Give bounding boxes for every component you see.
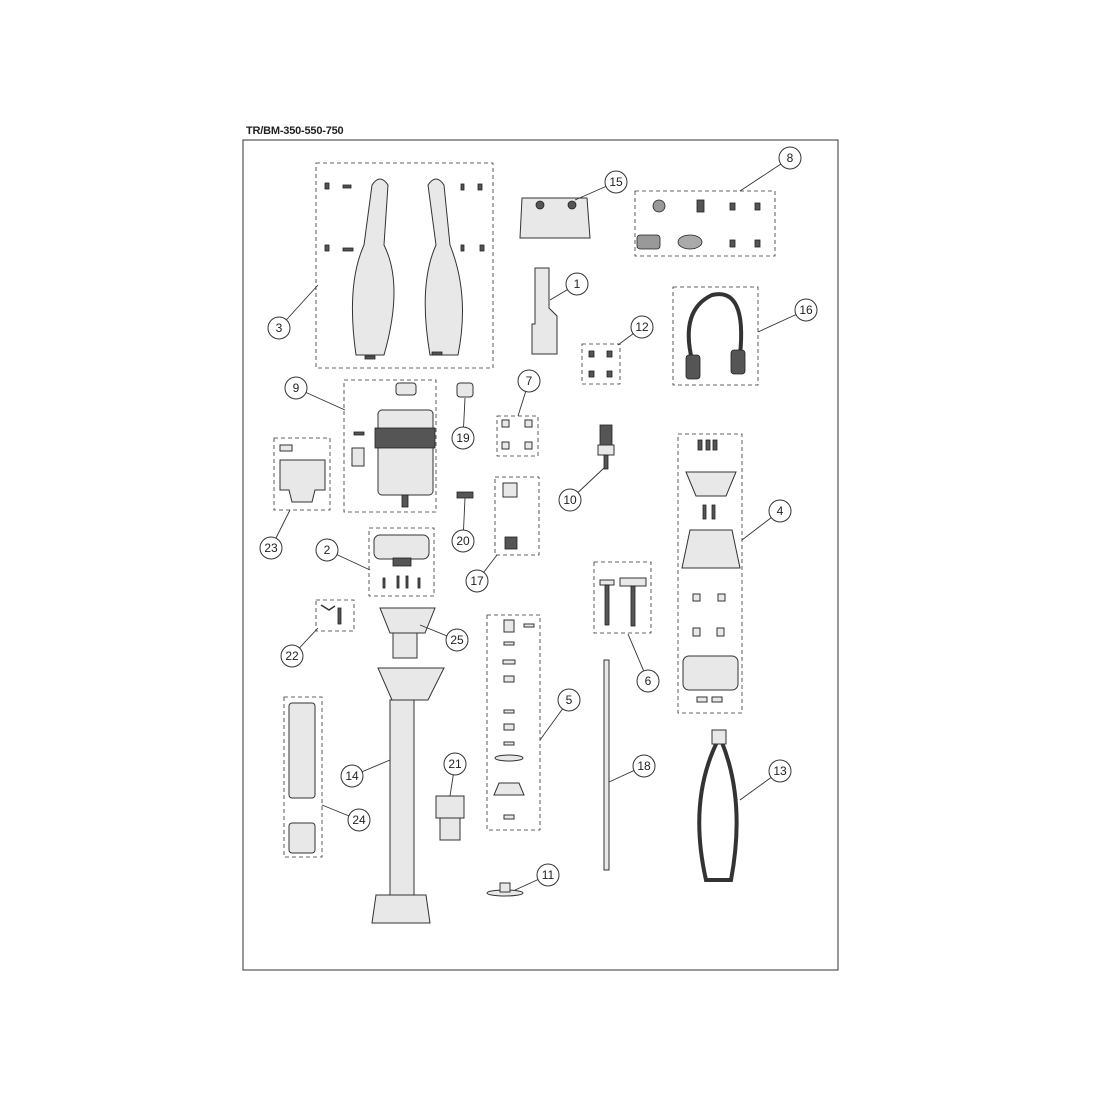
callout-2: 2 [315,538,339,562]
callout-10: 10 [558,488,582,512]
group-24-box [283,696,323,858]
callouts: 1 2 3 4 5 6 7 8 9 10 11 12 13 14 15 16 1… [259,146,818,887]
callout-21: 21 [443,752,467,776]
callout-22: 22 [280,644,304,668]
callout-3: 3 [267,316,291,340]
svg-text:15: 15 [609,175,623,189]
strap-part [697,739,739,882]
callout-18: 18 [632,754,656,778]
callout-4: 4 [768,499,792,523]
group-12-box [581,343,621,385]
svg-text:6: 6 [645,674,652,688]
callout-5: 5 [557,688,581,712]
group-8-box [634,190,776,257]
svg-text:5: 5 [566,693,573,707]
group-22-box [315,599,355,632]
callout-14: 14 [340,764,364,788]
housing-right-half [424,178,463,356]
circuit-board-part [531,267,558,355]
callout-19: 19 [451,426,475,450]
switch-cover-part [519,197,591,239]
svg-text:12: 12 [635,320,649,334]
svg-text:20: 20 [456,534,470,548]
group-16-box [672,286,759,386]
diagram-title: TR/BM-350-550-750 [246,125,344,137]
callout-6: 6 [636,669,660,693]
callout-7: 7 [517,369,541,393]
svg-text:14: 14 [345,769,359,783]
callout-8: 8 [778,146,802,170]
svg-text:1: 1 [574,277,581,291]
svg-text:21: 21 [448,757,462,771]
svg-text:11: 11 [542,868,555,882]
svg-text:4: 4 [777,504,784,518]
callout-9: 9 [284,376,308,400]
svg-text:16: 16 [799,303,813,317]
svg-text:7: 7 [526,374,533,388]
svg-text:22: 22 [285,649,299,663]
svg-text:25: 25 [450,633,464,647]
callout-11: 11 [536,863,560,887]
group-2-box [368,527,435,597]
callout-23: 23 [259,536,283,560]
svg-text:9: 9 [293,381,300,395]
motor-part [377,409,434,496]
svg-text:10: 10 [563,493,577,507]
svg-text:19: 19 [456,431,470,445]
group-7-box [496,415,539,457]
callout-12: 12 [630,315,654,339]
svg-text:8: 8 [787,151,794,165]
group-4-box [677,433,743,714]
callout-24: 24 [347,808,371,832]
group-3-box [315,162,494,369]
blender-shaft-part [389,699,415,896]
group-6-box [593,561,652,634]
callout-16: 16 [794,298,818,322]
group-9-box [343,379,437,513]
callout-25: 25 [445,628,469,652]
group-boxes [273,162,776,858]
svg-text:17: 17 [470,574,484,588]
group-5-box [486,614,541,831]
svg-text:24: 24 [352,813,366,827]
callout-15: 15 [604,170,628,194]
bell-guard-part [681,529,741,569]
group-23-box [273,437,331,511]
callout-17: 17 [465,569,489,593]
frame [242,139,839,971]
fan-part [279,459,326,503]
svg-text:18: 18 [637,759,651,773]
svg-text:23: 23 [264,541,278,555]
drive-rod-part [603,659,610,871]
group-17-box [494,476,540,556]
callout-1: 1 [565,272,589,296]
callout-20: 20 [451,529,475,553]
svg-text:13: 13 [773,764,787,778]
parts [279,178,761,924]
svg-text:3: 3 [276,321,283,335]
housing-left-half [351,178,395,356]
svg-text:2: 2 [324,543,331,557]
callout-13: 13 [768,759,792,783]
